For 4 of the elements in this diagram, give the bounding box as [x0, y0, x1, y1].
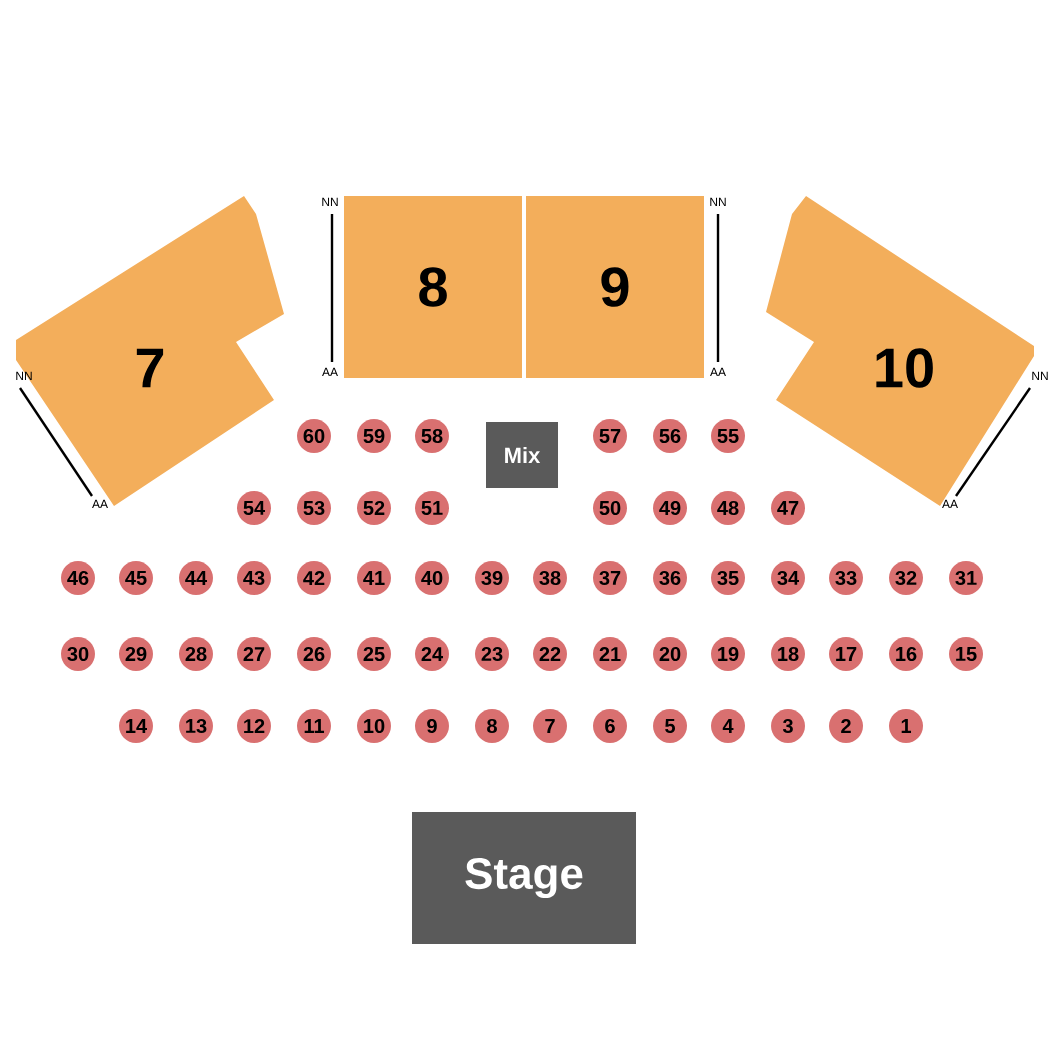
seating-section: 9 — [526, 196, 704, 378]
seating-section: 8 — [344, 196, 522, 378]
mix-booth: Mix — [486, 422, 558, 488]
stage: Stage — [412, 812, 636, 944]
